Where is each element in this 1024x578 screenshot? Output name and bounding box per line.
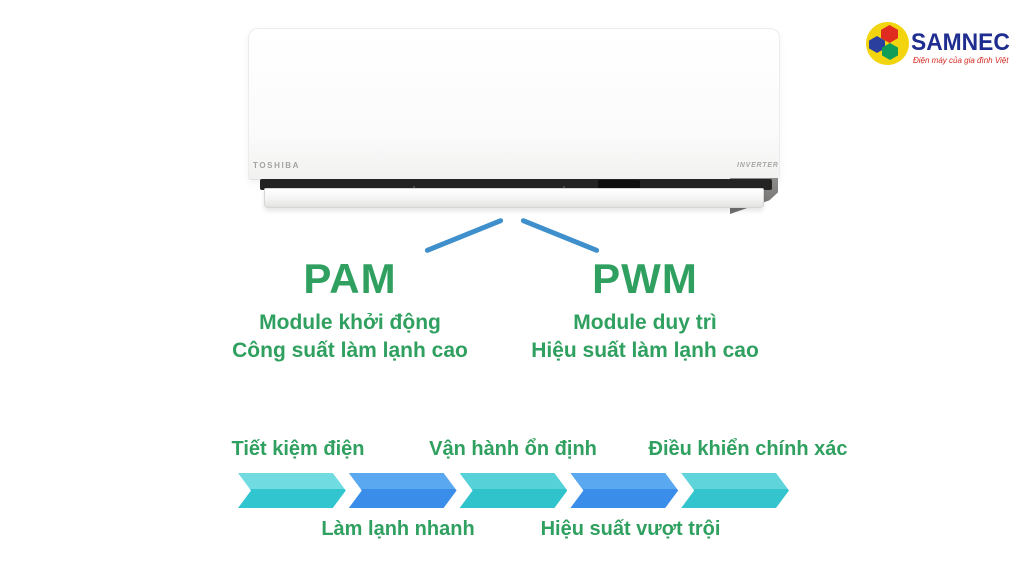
inverter-badge-text: INVERTER [737, 162, 779, 169]
air-conditioner-unit [248, 28, 780, 180]
pwm-description-line1: Module duy trì [573, 311, 717, 334]
samnec-brand-text: SAMNEC [911, 29, 1010, 56]
pwm-title: PWM [592, 255, 698, 302]
pointer-line-pam [424, 217, 504, 254]
air-louver-flap [264, 188, 764, 208]
air-outlet-slot [260, 179, 772, 190]
pam-description-line2: Công suất làm lạnh cao [232, 339, 468, 362]
pwm-description-line2: Hiệu suất làm lạnh cao [531, 339, 759, 362]
logo-hexagon-green-icon [882, 43, 898, 60]
pointer-line-pwm [520, 217, 600, 254]
benefit-label-energy-saving: Tiết kiệm điện [231, 438, 365, 460]
chevron-segment-4 [570, 473, 678, 508]
chevron-segment-2 [349, 473, 457, 508]
benefit-label-superior-efficiency: Hiệu suất vượt trội [540, 518, 721, 540]
pam-module-block: PAM Module khởi động Công suất làm lạnh … [200, 257, 500, 365]
unit-display-module [598, 180, 640, 190]
benefit-label-fast-cooling: Làm lạnh nhanh [321, 518, 475, 540]
benefit-label-precise-control: Điều khiển chính xác [648, 438, 848, 460]
pam-description-line1: Module khởi động [259, 311, 441, 334]
toshiba-logo-text: TOSHIBA [253, 161, 301, 170]
benefit-chevron-banner [238, 473, 789, 508]
logo-hexagon-blue-icon [869, 36, 885, 53]
chevron-segment-3 [460, 473, 568, 508]
samnec-tagline: Điện máy của gia đình Việt [913, 56, 1009, 65]
benefit-label-stable-operation: Vận hành ổn định [429, 438, 597, 460]
pwm-module-block: PWM Module duy trì Hiệu suất làm lạnh ca… [495, 257, 795, 365]
pwm-description: Module duy trì Hiệu suất làm lạnh cao [495, 309, 795, 365]
logo-hexagon-red-icon [881, 25, 898, 43]
chevron-segment-5 [681, 473, 789, 508]
chevron-segment-1 [238, 473, 346, 508]
pam-description: Module khởi động Công suất làm lạnh cao [200, 309, 500, 365]
pam-title: PAM [303, 255, 397, 302]
